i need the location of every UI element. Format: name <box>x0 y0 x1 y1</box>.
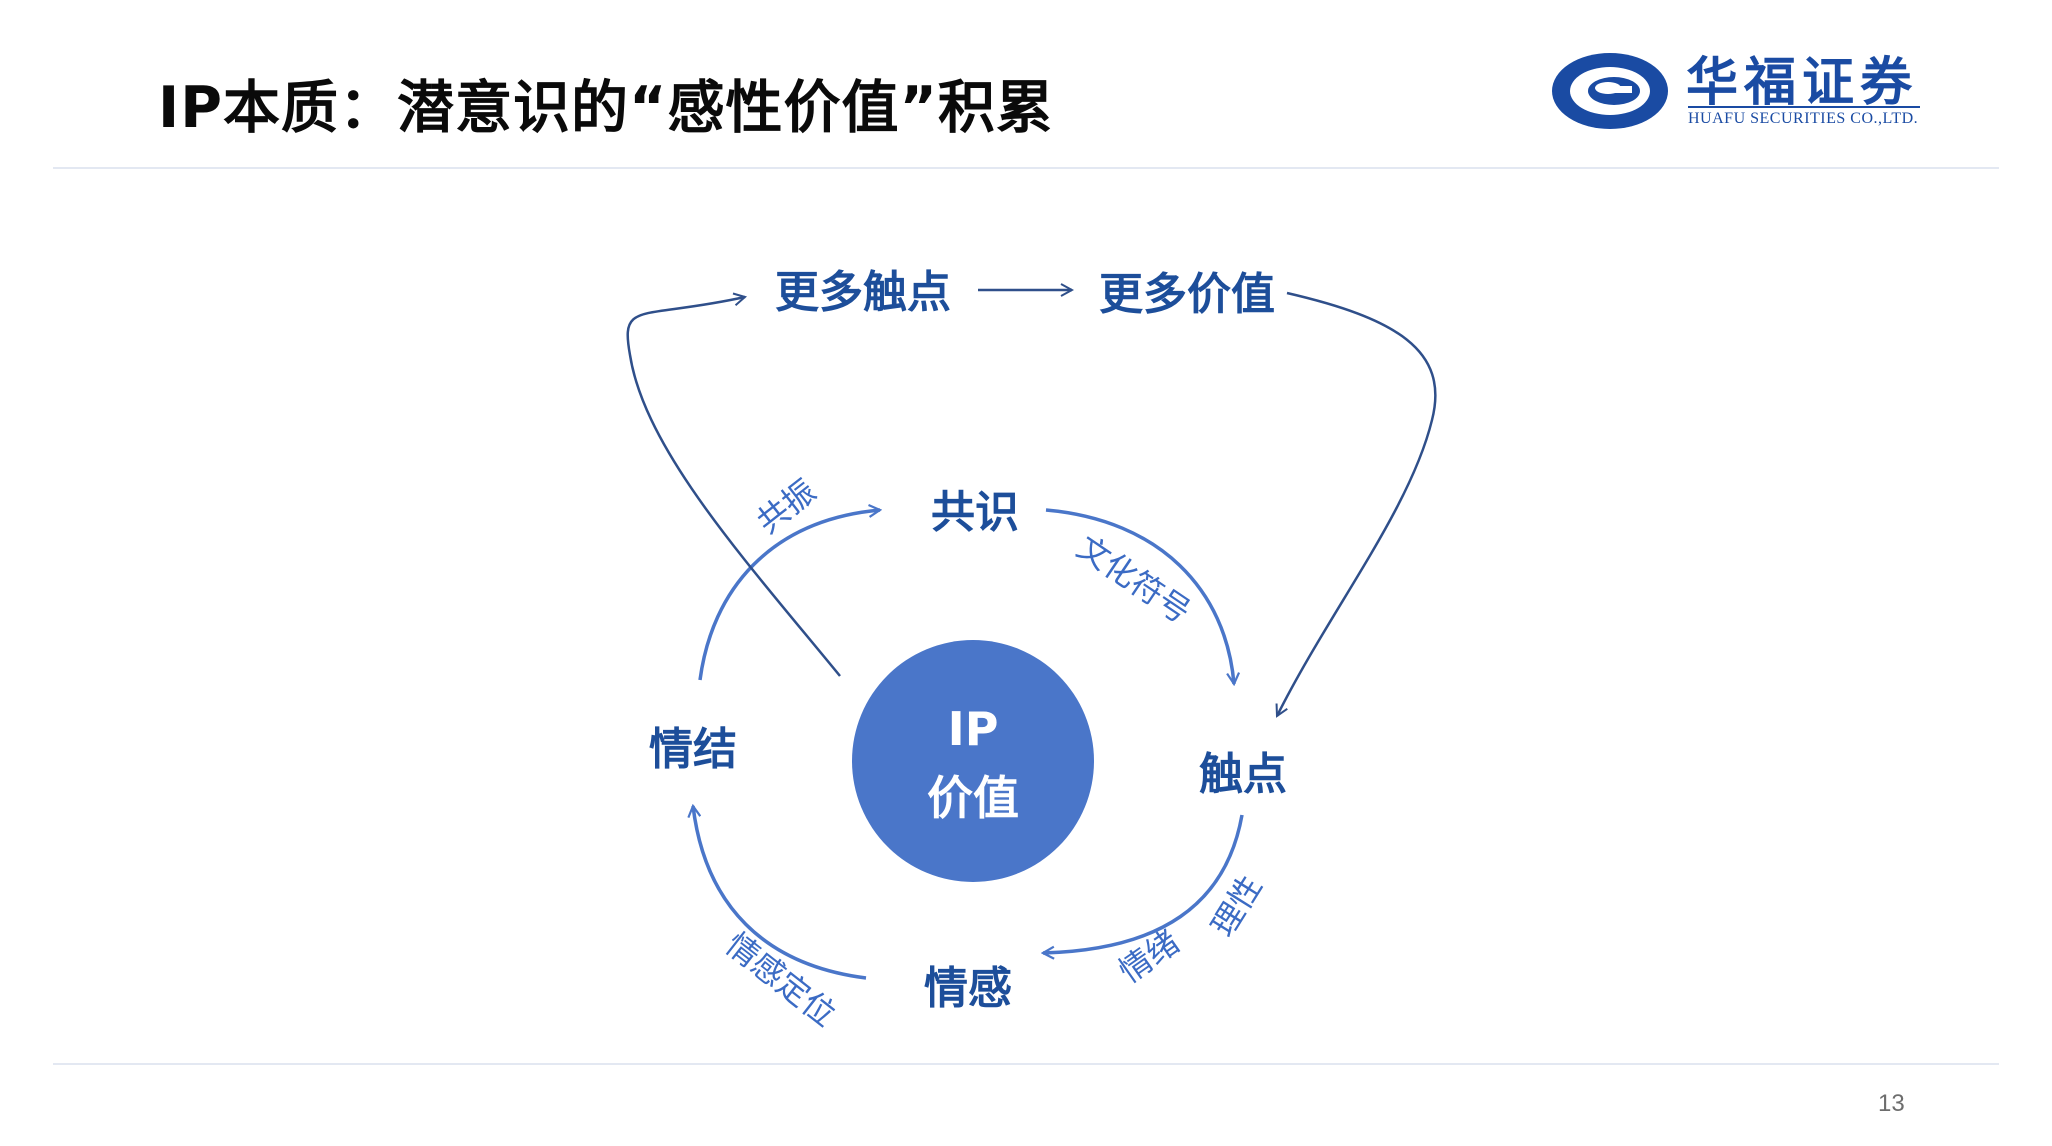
arrow-center-to-more-touchpoints <box>626 297 841 677</box>
company-logo <box>1548 46 1928 136</box>
header-divider <box>53 167 1999 169</box>
page-number: 13 <box>1878 1090 1905 1117</box>
logo-emblem-icon <box>1552 53 1668 129</box>
node-attachment: 情结 <box>649 724 737 775</box>
arrow-consensus-to-touchpoint <box>1045 508 1234 684</box>
arrow-more-value-to-touchpoint <box>1277 291 1437 716</box>
logo-name-cn: 华福证券 <box>1686 52 1919 113</box>
ip-value-circle: IP 价值 <box>852 640 1094 882</box>
node-more-value: 更多价值 <box>1099 269 1275 320</box>
arrow-touchpoint-to-emotion <box>1043 814 1244 953</box>
page-title: IP本质：潜意识的“感性价值”积累 <box>158 75 1054 141</box>
node-touchpoint: 触点 <box>1199 749 1287 800</box>
arrow-attachment-to-consensus <box>698 510 880 681</box>
logo-rule <box>1688 106 1920 108</box>
center-label-line2: 价值 <box>927 771 1019 825</box>
node-more-touchpoints: 更多触点 <box>775 267 951 318</box>
footer-divider <box>53 1063 1999 1065</box>
center-label-line1: IP <box>947 702 999 756</box>
node-emotion: 情感 <box>924 963 1012 1014</box>
logo-name-en: HUAFU SECURITIES CO.,LTD. <box>1688 110 1919 127</box>
arrow-emotion-to-attachment <box>693 806 867 980</box>
node-consensus: 共识 <box>931 487 1019 538</box>
